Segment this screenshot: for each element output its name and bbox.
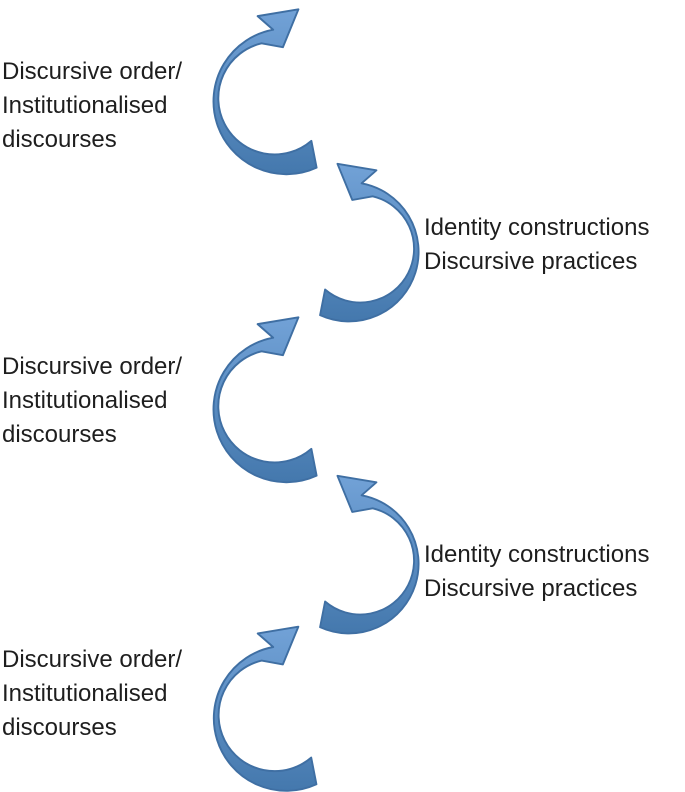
label-line: Discursive order/ [2,353,183,380]
label-discursive-order-3: Discursive order/ Institutionalised disc… [2,643,182,745]
label-line: discourses [2,714,117,741]
label-line: Institutionalised [2,92,168,119]
label-line: discourses [2,421,117,448]
label-line: Discursive practices [424,248,638,275]
curved-arrow-glyph [214,627,317,791]
label-line: Discursive order/ [2,646,183,673]
curved-arrow-glyph [320,164,419,322]
label-discursive-order-1: Discursive order/ Institutionalised disc… [2,55,182,157]
label-line: discourses [2,126,117,153]
curved-arrow-glyph [320,476,419,634]
curved-arrow-5 [211,618,347,792]
label-line: Institutionalised [2,387,168,414]
label-discursive-order-2: Discursive order/ Institutionalised disc… [2,350,182,452]
label-identity-constructions-2: Identity constructions Discursive practi… [424,538,649,606]
label-line: Discursive order/ [2,58,183,85]
label-identity-constructions-1: Identity constructions Discursive practi… [424,211,649,279]
label-line: Identity constructions [424,541,650,568]
label-line: Discursive practices [424,575,638,602]
label-line: Institutionalised [2,680,168,707]
label-line: Identity constructions [424,214,650,241]
